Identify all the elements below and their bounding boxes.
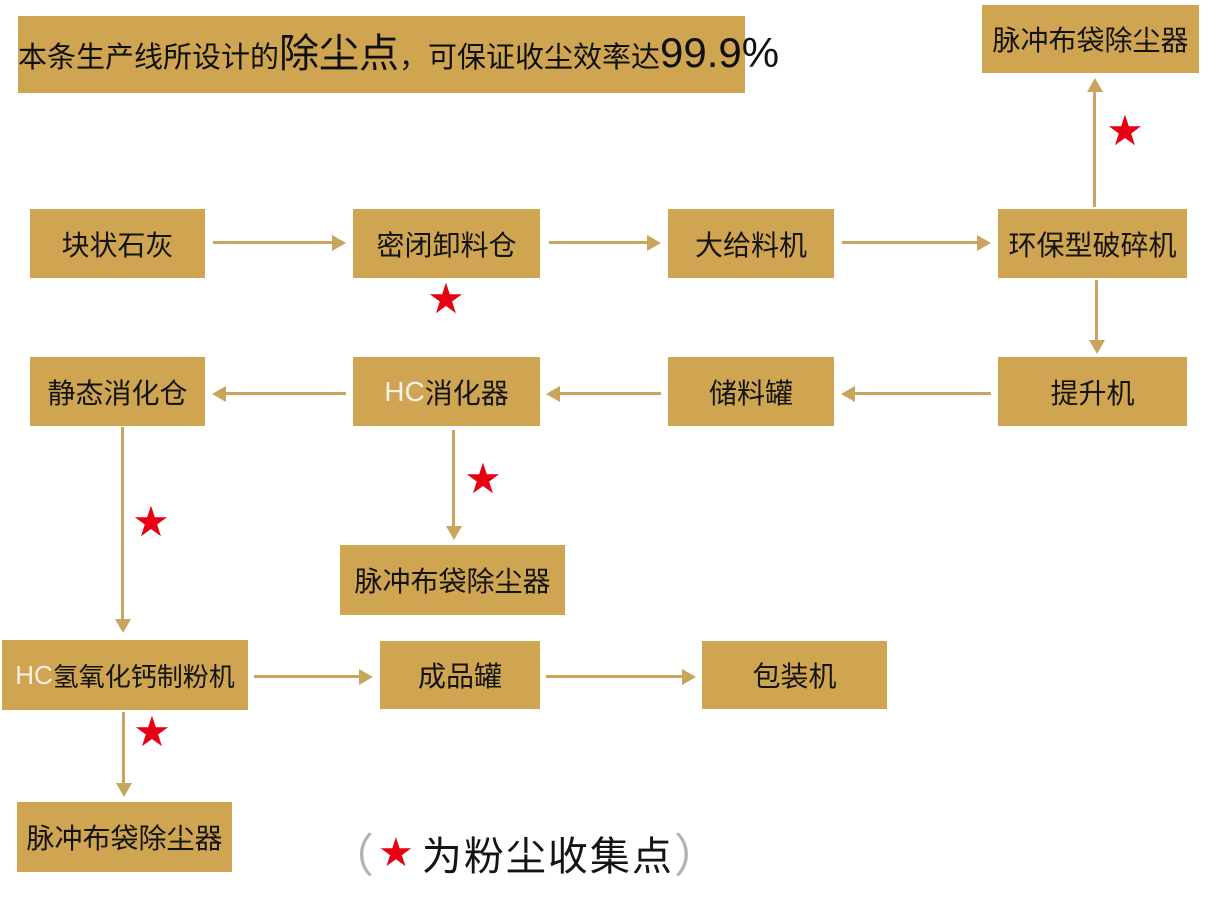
banner: 本条生产线所设计的除尘点，可保证收尘效率达99.9% bbox=[18, 16, 779, 93]
arrow-lump-lime-to-sealed-bin bbox=[213, 235, 346, 251]
arrow-elevator-to-storage-tank bbox=[841, 386, 991, 402]
legend-text: 为粉尘收集点 bbox=[421, 835, 674, 879]
node-elevator-label: 提升机 bbox=[1050, 377, 1135, 409]
node-powder-machine-prefix: HC bbox=[15, 659, 53, 690]
arrow-crusher-to-elevator bbox=[1089, 280, 1105, 354]
node-crusher: 环保型破碎机 bbox=[998, 209, 1187, 278]
node-collector-mid: 脉冲布袋除尘器 bbox=[340, 545, 565, 615]
node-packer: 包装机 bbox=[702, 641, 887, 709]
node-collector-top-label: 脉冲布袋除尘器 bbox=[992, 25, 1189, 56]
banner-text-middle: ，可保证收尘效率达 bbox=[399, 42, 661, 74]
node-storage-tank-label: 储料罐 bbox=[708, 377, 793, 409]
node-static-bin-label: 静态消化仓 bbox=[47, 377, 188, 409]
legend-paren-close: ） bbox=[673, 830, 720, 882]
star-static-bin-duct-icon: ★ bbox=[132, 497, 170, 546]
node-storage-tank: 储料罐 bbox=[668, 357, 834, 426]
star-digester-duct-icon: ★ bbox=[464, 454, 502, 503]
legend: （ ★ 为粉尘收集点 ） bbox=[328, 820, 720, 886]
arrow-storage-tank-to-digester bbox=[546, 386, 661, 402]
arrow-digester-to-collector-mid bbox=[446, 430, 462, 540]
node-collector-bottom: 脉冲布袋除尘器 bbox=[17, 802, 232, 872]
arrow-crusher-to-collector-top bbox=[1087, 78, 1103, 207]
node-collector-mid-label: 脉冲布袋除尘器 bbox=[354, 566, 551, 597]
star-sealed-bin-icon: ★ bbox=[427, 274, 465, 323]
node-product-tank: 成品罐 bbox=[380, 641, 540, 709]
node-digester-label: 消化器 bbox=[424, 377, 509, 409]
legend-paren-open: （ bbox=[328, 830, 374, 882]
arrow-product-tank-to-packer bbox=[546, 669, 696, 685]
node-crusher-label: 环保型破碎机 bbox=[1008, 229, 1177, 261]
node-packer-label: 包装机 bbox=[752, 661, 837, 692]
arrow-digester-to-static-bin bbox=[212, 386, 346, 402]
legend-star-icon: ★ bbox=[378, 830, 414, 876]
node-static-bin: 静态消化仓 bbox=[30, 357, 205, 426]
node-collector-top: 脉冲布袋除尘器 bbox=[982, 5, 1199, 73]
arrow-static-bin-to-powder-machine bbox=[115, 427, 131, 633]
node-collector-bottom-label: 脉冲布袋除尘器 bbox=[26, 823, 223, 854]
node-sealed-bin-label: 密闭卸料仓 bbox=[376, 229, 517, 261]
arrow-powder-machine-to-collector-bottom bbox=[116, 712, 132, 797]
arrow-powder-machine-to-product-tank bbox=[254, 669, 373, 685]
banner-text-before: 本条生产线所设计的 bbox=[18, 42, 280, 74]
star-powder-machine-duct-icon: ★ bbox=[133, 707, 171, 756]
banner-efficiency-value: 99.9% bbox=[660, 29, 780, 76]
node-digester-prefix: HC bbox=[384, 375, 425, 407]
banner-highlight: 除尘点 bbox=[279, 32, 400, 76]
node-feeder: 大给料机 bbox=[668, 209, 834, 278]
arrow-sealed-bin-to-feeder bbox=[549, 235, 661, 251]
node-sealed-bin: 密闭卸料仓 bbox=[353, 209, 540, 278]
node-powder-machine-label: 氢氧化钙制粉机 bbox=[52, 661, 235, 692]
node-feeder-label: 大给料机 bbox=[694, 229, 807, 261]
node-product-tank-label: 成品罐 bbox=[417, 661, 502, 692]
node-elevator: 提升机 bbox=[998, 357, 1187, 426]
star-crusher-duct-icon: ★ bbox=[1106, 106, 1144, 155]
node-lump-lime-label: 块状石灰 bbox=[61, 229, 174, 261]
arrow-feeder-to-crusher bbox=[842, 235, 991, 251]
node-lump-lime: 块状石灰 bbox=[30, 209, 205, 278]
